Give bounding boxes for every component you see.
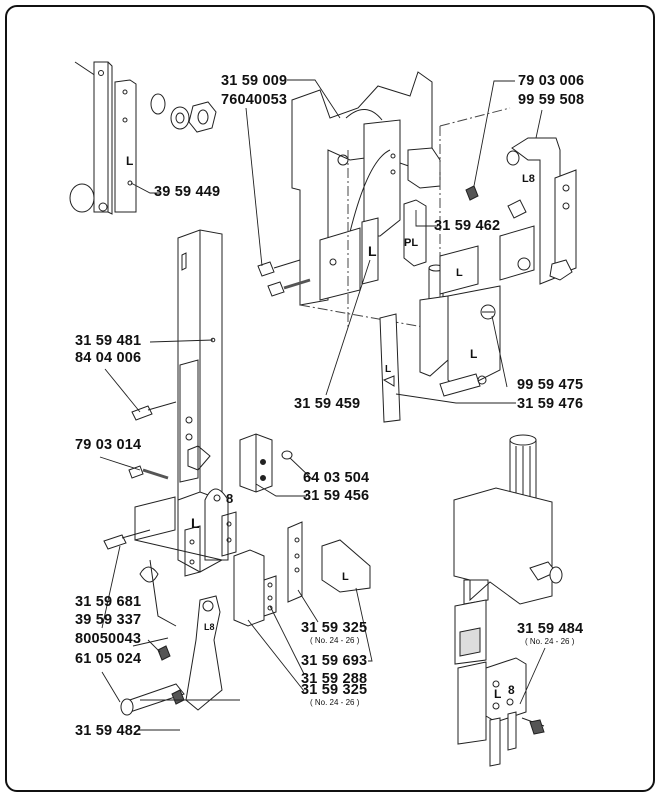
upper-housing: L PL bbox=[257, 71, 479, 306]
callout-31-59-456[interactable]: 31 59 456 bbox=[303, 488, 370, 504]
main-vertical-bar: L 8 bbox=[177, 229, 237, 577]
screws-left bbox=[103, 401, 177, 550]
lever-assembly: L8 bbox=[120, 559, 240, 716]
callout-31-59-462[interactable]: 31 59 462 bbox=[434, 218, 501, 234]
callout-31-59-484-note: ( No. 24 - 26 ) bbox=[525, 637, 575, 646]
part-marking-l: L bbox=[126, 154, 133, 168]
callout-84-04-006[interactable]: 84 04 006 bbox=[75, 350, 142, 366]
callout-79-03-014[interactable]: 79 03 014 bbox=[75, 437, 142, 453]
callout-31-59-482[interactable]: 31 59 482 bbox=[75, 723, 142, 739]
part-marking-l: L bbox=[385, 364, 391, 375]
part-marking-l8: L8 bbox=[522, 173, 535, 185]
callout-31-59-325-lower[interactable]: 31 59 325 bbox=[301, 682, 368, 698]
part-marking-l: L bbox=[191, 515, 200, 531]
part-marking-l8: L8 bbox=[204, 622, 215, 632]
callout-31-59-325-upper-note: ( No. 24 - 26 ) bbox=[310, 636, 360, 645]
knife-assembly: L 8 bbox=[453, 434, 563, 767]
callout-80050043[interactable]: 80050043 bbox=[75, 631, 142, 647]
thread-guide-assembly: L L L bbox=[379, 245, 501, 423]
callout-31-59-325-lower-note: ( No. 24 - 26 ) bbox=[310, 698, 360, 707]
callout-31-59-288[interactable]: 31 59 288 bbox=[301, 671, 368, 687]
callout-99-59-475[interactable]: 99 59 475 bbox=[517, 377, 584, 393]
part-marking-l: L bbox=[494, 687, 501, 701]
callout-39-59-449[interactable]: 39 59 449 bbox=[154, 184, 221, 200]
callout-31-59-693[interactable]: 31 59 693 bbox=[301, 653, 368, 669]
link-plate-assembly: L bbox=[69, 61, 217, 215]
callout-61-05-024[interactable]: 61 05 024 bbox=[75, 651, 142, 667]
part-marking-l: L bbox=[470, 347, 477, 361]
callout-99-59-508[interactable]: 99 59 508 bbox=[518, 92, 585, 108]
base-plate bbox=[134, 496, 223, 561]
callout-76040053[interactable]: 76040053 bbox=[221, 92, 288, 108]
right-bracket-99-59-508: L8 bbox=[499, 137, 577, 285]
callout-31-59-681[interactable]: 31 59 681 bbox=[75, 594, 142, 610]
leader-lines bbox=[99, 79, 546, 731]
part-marking-l: L bbox=[368, 243, 377, 259]
callout-79-03-006[interactable]: 79 03 006 bbox=[518, 73, 585, 89]
callout-31-59-476[interactable]: 31 59 476 bbox=[517, 396, 584, 412]
centerlines bbox=[299, 107, 511, 331]
lower-plates: L bbox=[233, 521, 371, 627]
callout-39-59-337[interactable]: 39 59 337 bbox=[75, 612, 142, 628]
callout-31-59-481[interactable]: 31 59 481 bbox=[75, 333, 142, 349]
part-marking-l: L bbox=[342, 571, 349, 583]
callout-64-03-504[interactable]: 64 03 504 bbox=[303, 470, 370, 486]
block-31-59-456 bbox=[239, 433, 293, 493]
part-marking-l: L bbox=[456, 267, 463, 279]
part-marking-8: 8 bbox=[226, 491, 233, 506]
callout-31-59-484[interactable]: 31 59 484 bbox=[517, 621, 584, 637]
callout-31-59-325-upper[interactable]: 31 59 325 bbox=[301, 620, 368, 636]
callout-31-59-009[interactable]: 31 59 009 bbox=[221, 73, 288, 89]
callout-31-59-459[interactable]: 31 59 459 bbox=[294, 396, 361, 412]
part-marking-pl: PL bbox=[404, 237, 418, 249]
part-marking-8: 8 bbox=[508, 683, 515, 697]
